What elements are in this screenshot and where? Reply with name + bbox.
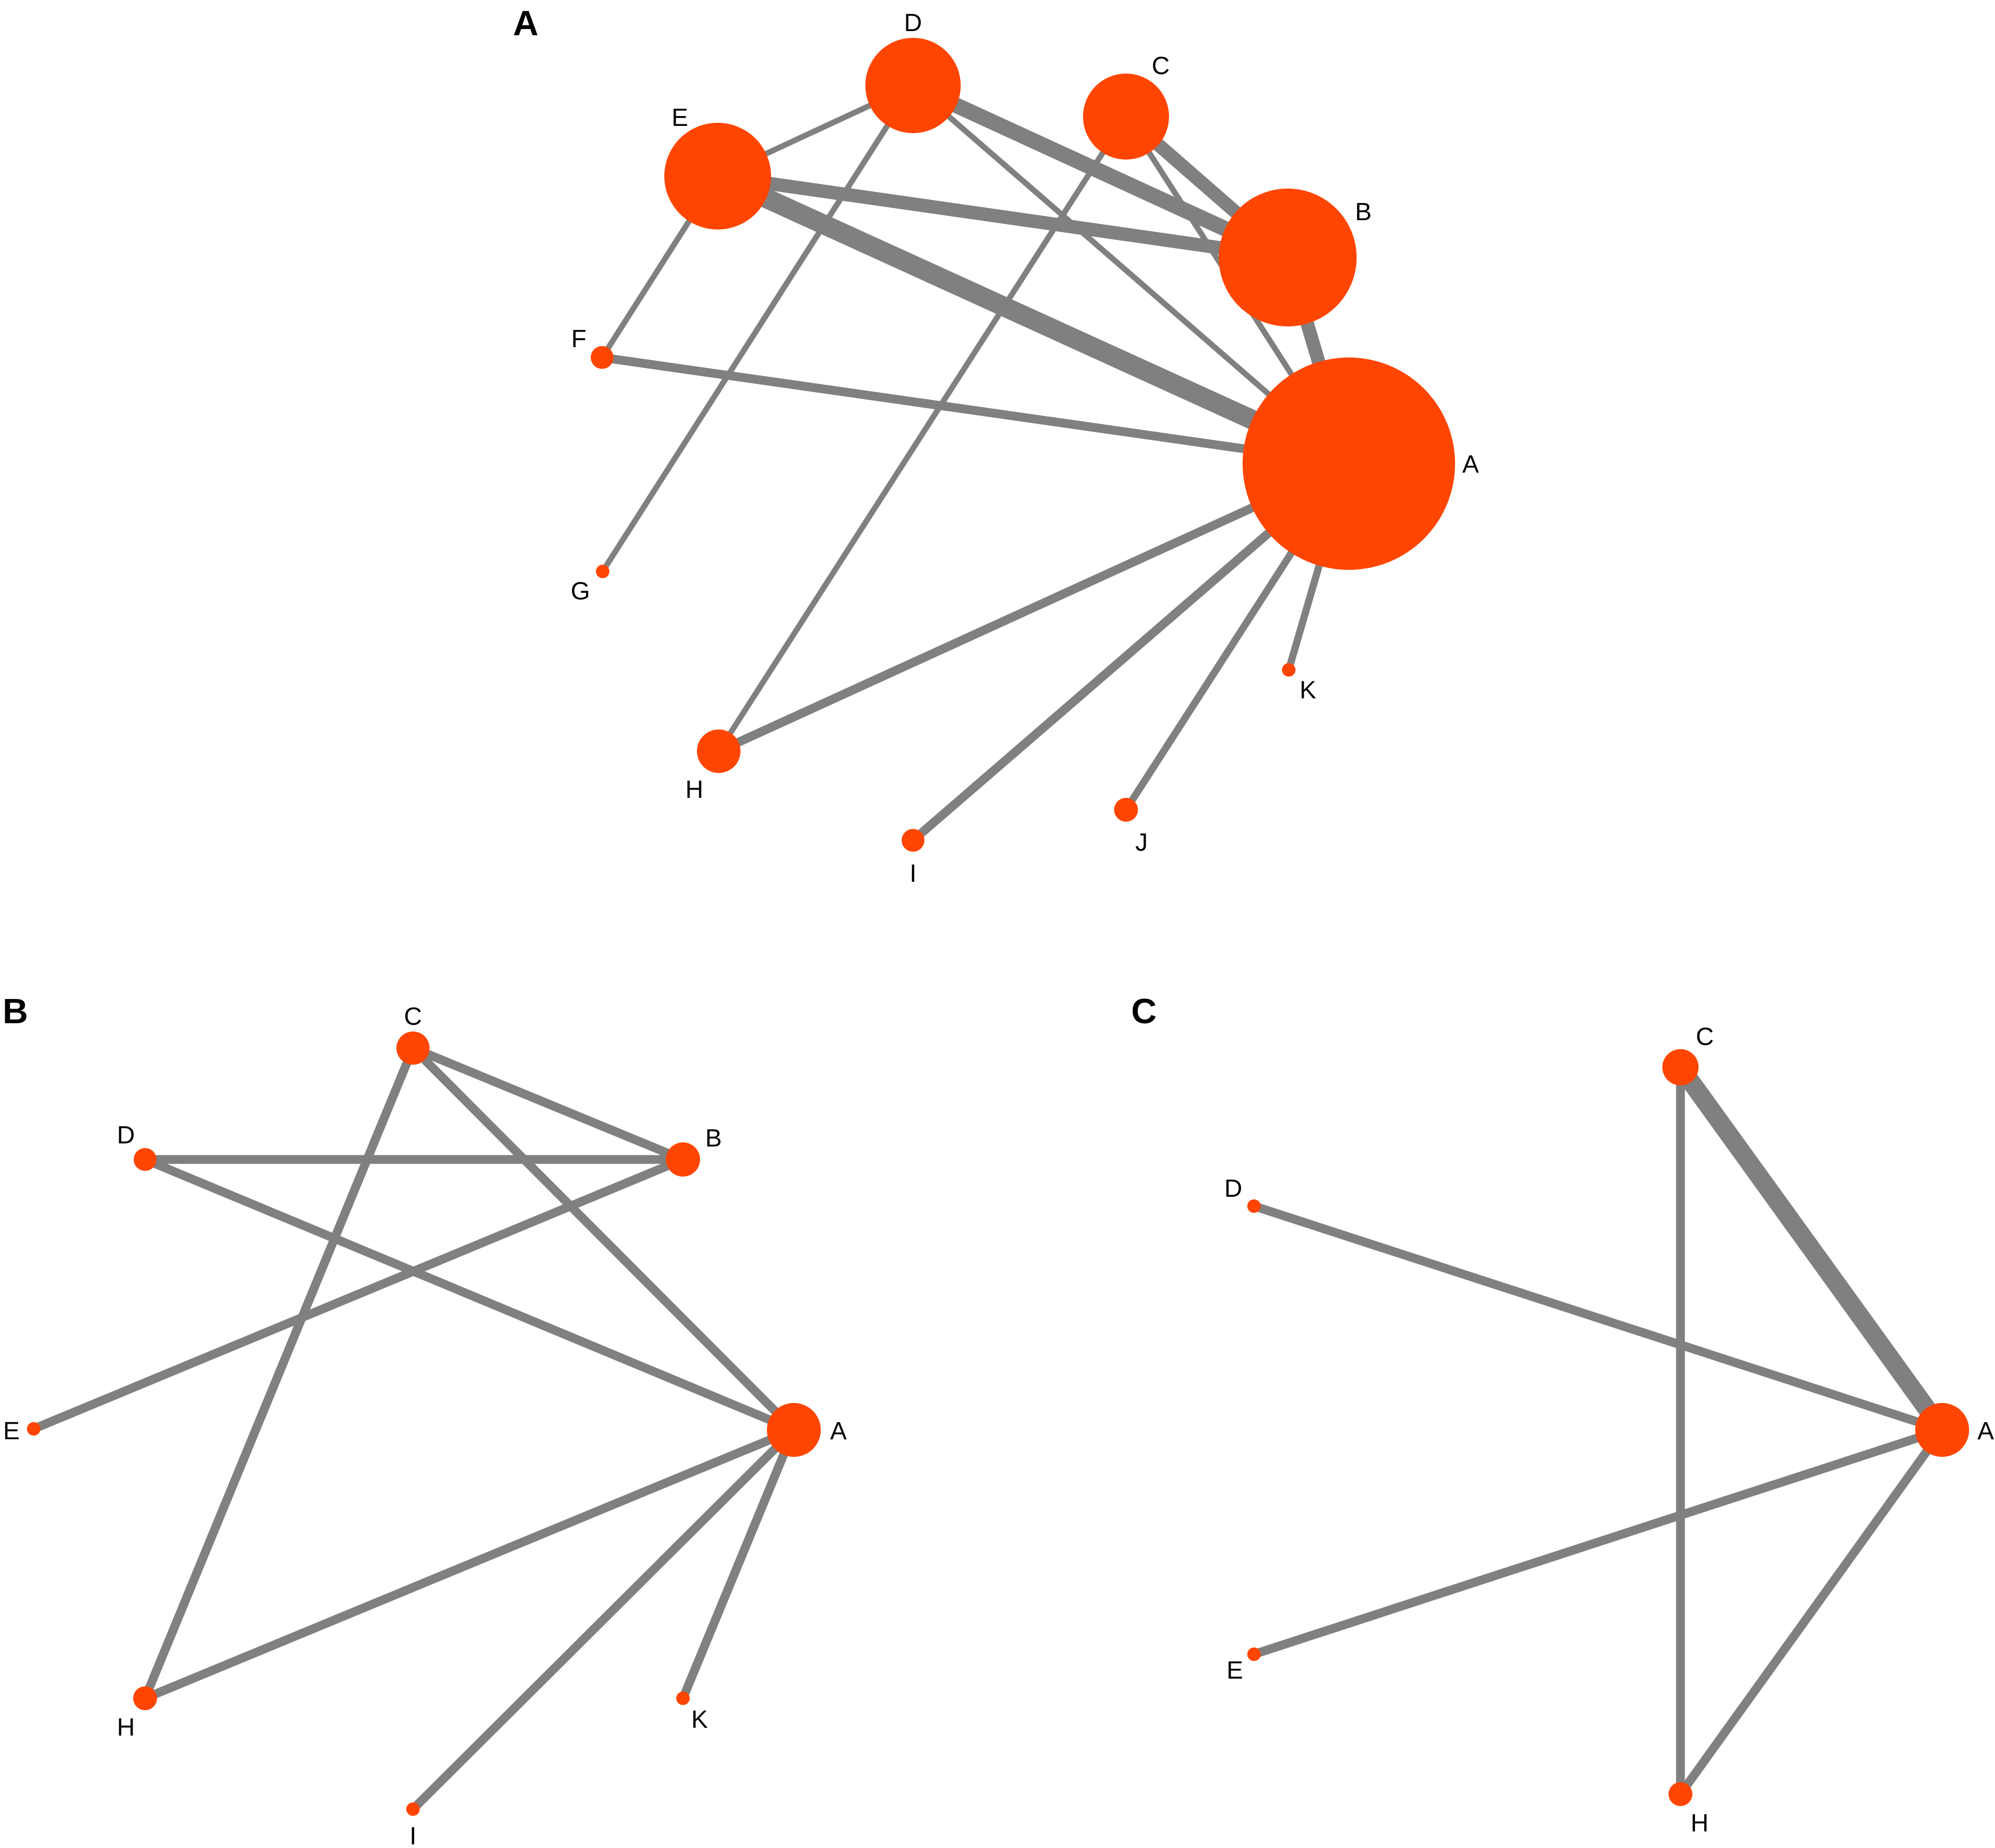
- panel-a-node-label-i: I: [909, 860, 916, 887]
- panel-b-edges: [32, 1044, 798, 1813]
- panel-c-node-label-c: C: [1696, 1023, 1714, 1051]
- panel-c-node-label-e: E: [1227, 1657, 1243, 1684]
- panel-b-node-label-k: K: [691, 1706, 708, 1734]
- panel-c-node-label-a: A: [1977, 1417, 1994, 1445]
- panel-b-node-label-b: B: [705, 1125, 722, 1152]
- panel-c-edge-h-a: [1677, 1427, 1946, 1797]
- panel-a-node-f: [591, 346, 614, 369]
- panel-a-network: A A B C D E F G H I J K: [513, 4, 1479, 887]
- panel-c-node-labels: A C D E H: [1224, 1023, 1994, 1837]
- panel-a-edge-d-g: [600, 84, 916, 573]
- panel-b-edge-k-a: [679, 1428, 798, 1700]
- panel-a-edge-e-b: [717, 169, 1289, 264]
- panel-b-node-label-e: E: [3, 1417, 20, 1445]
- panel-a-node-label-d: D: [904, 9, 922, 37]
- panel-c-node-c: [1662, 1049, 1699, 1085]
- panel-a-node-label-g: G: [571, 578, 590, 605]
- panel-c-node-label-d: D: [1224, 1175, 1243, 1202]
- panel-b-edge-c-b: [411, 1044, 685, 1164]
- panel-b-edge-h-a: [143, 1426, 796, 1702]
- panel-b-node-i: [406, 1802, 420, 1816]
- panel-a-node-b: [1219, 189, 1357, 326]
- panel-a-edge-h-a: [717, 460, 1351, 755]
- panel-b-node-c: [396, 1032, 430, 1065]
- panel-a-node-h: [697, 729, 740, 773]
- panel-a-node-label-j: J: [1135, 829, 1148, 856]
- panel-c-node-a: [1915, 1403, 1969, 1457]
- panel-b-node-a: [767, 1403, 821, 1457]
- panel-a-node-label-a: A: [1462, 451, 1479, 478]
- panel-c-node-e: [1247, 1648, 1261, 1661]
- panel-a-node-label-f: F: [571, 325, 586, 353]
- panel-c-nodes: [1247, 1049, 1969, 1806]
- panel-b-node-label-i: I: [409, 1823, 416, 1848]
- panel-b-node-label-d: D: [117, 1122, 135, 1149]
- panel-c-edge-e-a: [1252, 1425, 1944, 1659]
- panel-b-edge-b-e: [32, 1155, 685, 1433]
- panel-c-edge-c-a: [1673, 1062, 1950, 1436]
- panel-b-node-h: [133, 1686, 157, 1710]
- panel-a-node-k: [1282, 663, 1295, 677]
- panel-b-nodes: [27, 1032, 821, 1816]
- panel-c-node-d: [1247, 1199, 1261, 1213]
- panel-a-node-g: [596, 565, 609, 578]
- panel-b-node-label-a: A: [830, 1417, 847, 1445]
- panel-a-node-label-e: E: [672, 104, 688, 132]
- panel-c-edge-d-a: [1252, 1201, 1944, 1435]
- panel-label-b: B: [3, 992, 28, 1031]
- panel-b-network: B A B C D E H I K: [3, 992, 847, 1848]
- panel-label-a: A: [513, 4, 538, 43]
- panel-b-node-e: [27, 1422, 40, 1436]
- panel-b-node-labels: A B C D E H I K: [3, 1003, 847, 1848]
- panel-a-node-c: [1083, 74, 1169, 160]
- panel-b-node-b: [666, 1142, 700, 1177]
- panel-c-node-h: [1669, 1782, 1692, 1806]
- panel-b-node-k: [676, 1692, 690, 1705]
- panel-b-node-d: [134, 1148, 156, 1171]
- panel-a-edge-c-h: [716, 115, 1129, 753]
- panel-a-node-labels: A B C D E F G H I J K: [571, 9, 1479, 887]
- panel-a-node-e: [664, 123, 771, 230]
- panel-a-node-j: [1114, 798, 1138, 822]
- panel-a-node-label-b: B: [1355, 198, 1372, 226]
- panel-b-node-label-h: H: [117, 1714, 135, 1741]
- panel-b-edge-i-a: [410, 1426, 797, 1813]
- panel-a-nodes: [591, 38, 1455, 852]
- panel-a-node-label-k: K: [1300, 677, 1316, 704]
- panel-a-node-d: [865, 38, 961, 133]
- panel-a-node-a: [1243, 357, 1455, 570]
- panel-b-edge-c-a: [409, 1044, 797, 1434]
- panel-b-node-label-c: C: [404, 1003, 422, 1030]
- panel-a-node-label-c: C: [1152, 52, 1170, 80]
- panel-a-node-i: [902, 829, 924, 852]
- panel-c-edges: [1252, 1062, 1950, 1797]
- panel-c-network: C A C D E H: [1131, 992, 1994, 1837]
- panel-a-edge-f-a: [601, 353, 1350, 468]
- panel-a-node-label-h: H: [686, 776, 704, 804]
- panel-c-node-label-h: H: [1691, 1810, 1709, 1837]
- panel-b-edge-d-a: [143, 1155, 796, 1434]
- panel-label-c: C: [1131, 992, 1157, 1031]
